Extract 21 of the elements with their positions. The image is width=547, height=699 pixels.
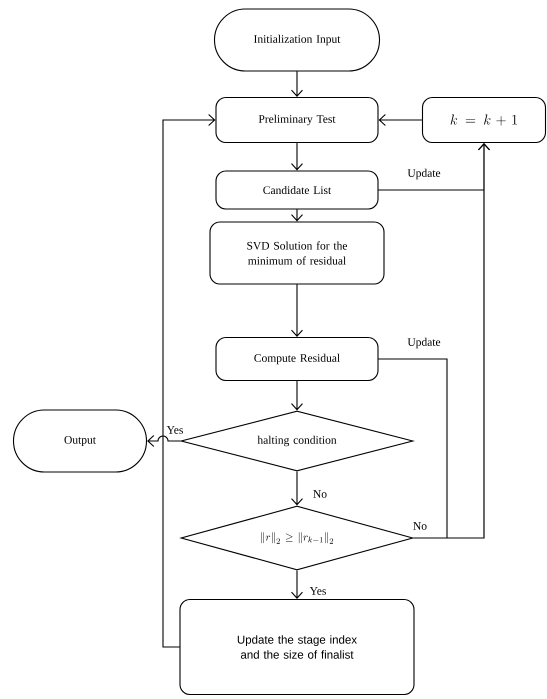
arrow — [291, 72, 303, 97]
process-box: Compute Residual — [215, 336, 379, 382]
edge-label: No — [313, 490, 327, 498]
arrow — [162, 114, 216, 648]
arrow — [291, 570, 303, 599]
arrow — [414, 143, 490, 539]
edge-label: Update — [408, 168, 440, 180]
arrow — [291, 381, 303, 410]
process-box: SVD Solution for the minimum of residual — [209, 221, 385, 285]
edge-label: No — [413, 522, 427, 530]
arrow — [291, 472, 303, 506]
arrow — [147, 435, 180, 447]
process-box: Preliminary Test — [215, 96, 379, 144]
arrow — [291, 284, 303, 337]
arrow — [378, 114, 422, 126]
process-box: Update the stage index and the size of finalist — [179, 598, 415, 696]
edge-label: Yes — [310, 587, 326, 595]
arrow — [291, 143, 303, 170]
process-box: $k=k+1$ — [422, 96, 546, 144]
process-box: Candidate List — [215, 170, 379, 210]
edge-label: Update — [408, 338, 440, 348]
